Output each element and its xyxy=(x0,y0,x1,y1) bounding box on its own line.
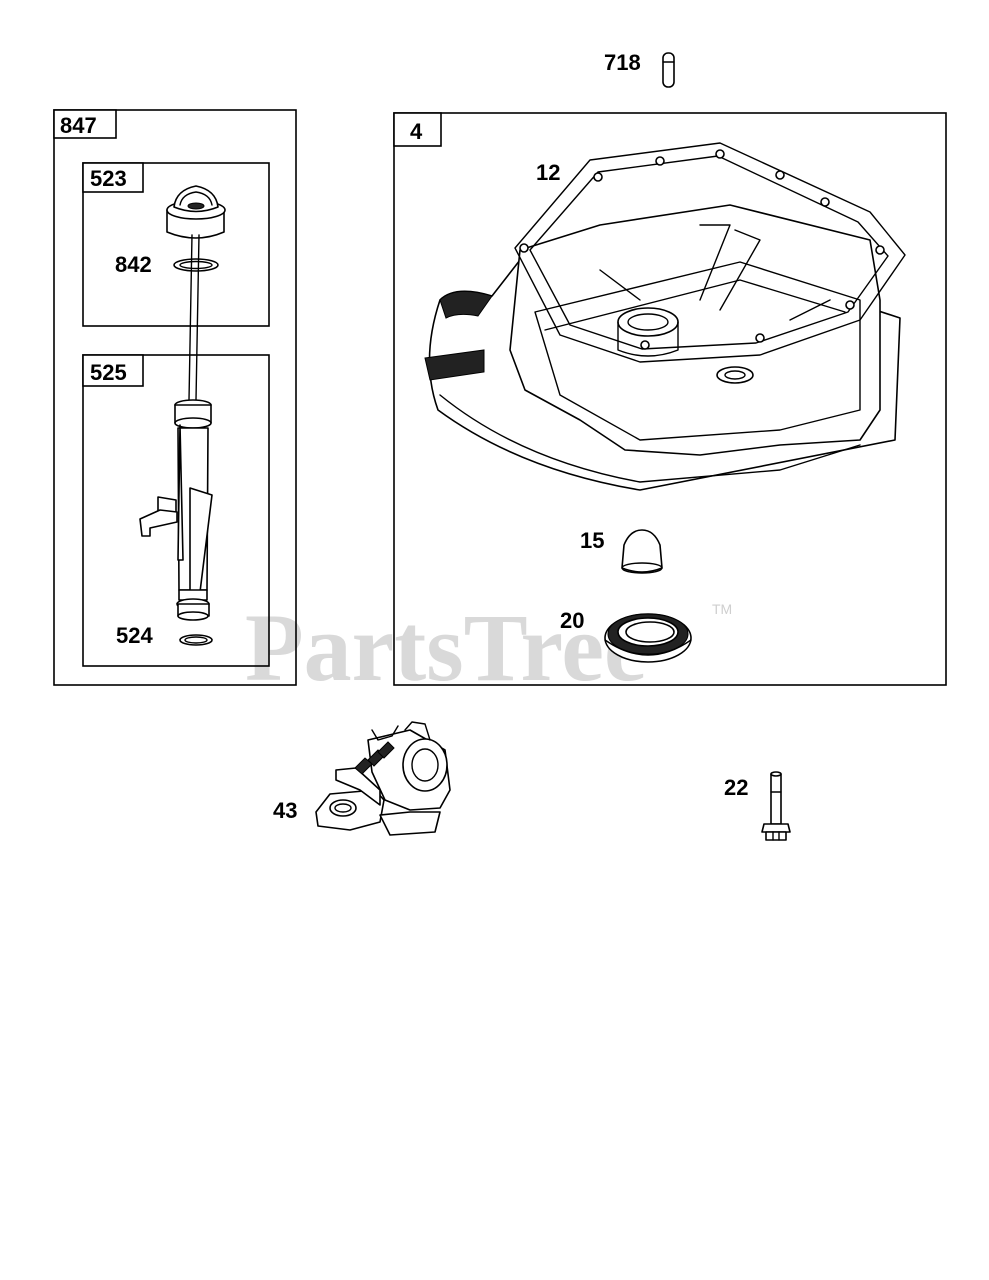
partstree-watermark: PartsTree xyxy=(245,594,647,701)
group-523-box xyxy=(82,162,270,327)
plug-15-part[interactable] xyxy=(621,529,663,574)
callout-842[interactable]: 842 xyxy=(115,252,152,277)
callout-524[interactable]: 524 xyxy=(116,623,153,648)
governor-43-part[interactable] xyxy=(315,721,451,836)
callout-4[interactable]: 4 xyxy=(410,119,423,144)
callout-718[interactable]: 718 xyxy=(604,50,641,75)
callout-22[interactable]: 22 xyxy=(724,775,748,800)
dipstick-cap-part[interactable] xyxy=(166,185,226,239)
oil-seal-20-part[interactable] xyxy=(604,613,692,663)
callout-847[interactable]: 847 xyxy=(60,113,97,138)
callout-20[interactable]: 20 xyxy=(560,608,584,633)
callout-15[interactable]: 15 xyxy=(580,528,604,553)
callout-523[interactable]: 523 xyxy=(90,166,127,191)
callout-525[interactable]: 525 xyxy=(90,360,127,385)
bolt-22-part[interactable] xyxy=(761,771,791,841)
group-847-box xyxy=(53,109,297,686)
callout-12[interactable]: 12 xyxy=(536,160,560,185)
dipstick-rod-part[interactable] xyxy=(188,234,200,401)
trademark-mark: TM xyxy=(712,601,732,617)
group-4-box xyxy=(393,112,947,686)
dipstick-tube-part[interactable] xyxy=(139,399,213,621)
callout-43[interactable]: 43 xyxy=(273,798,297,823)
dowel-pin-part[interactable] xyxy=(662,52,675,88)
crankcase-sump-part[interactable] xyxy=(424,142,906,491)
group-525-box xyxy=(82,354,270,667)
